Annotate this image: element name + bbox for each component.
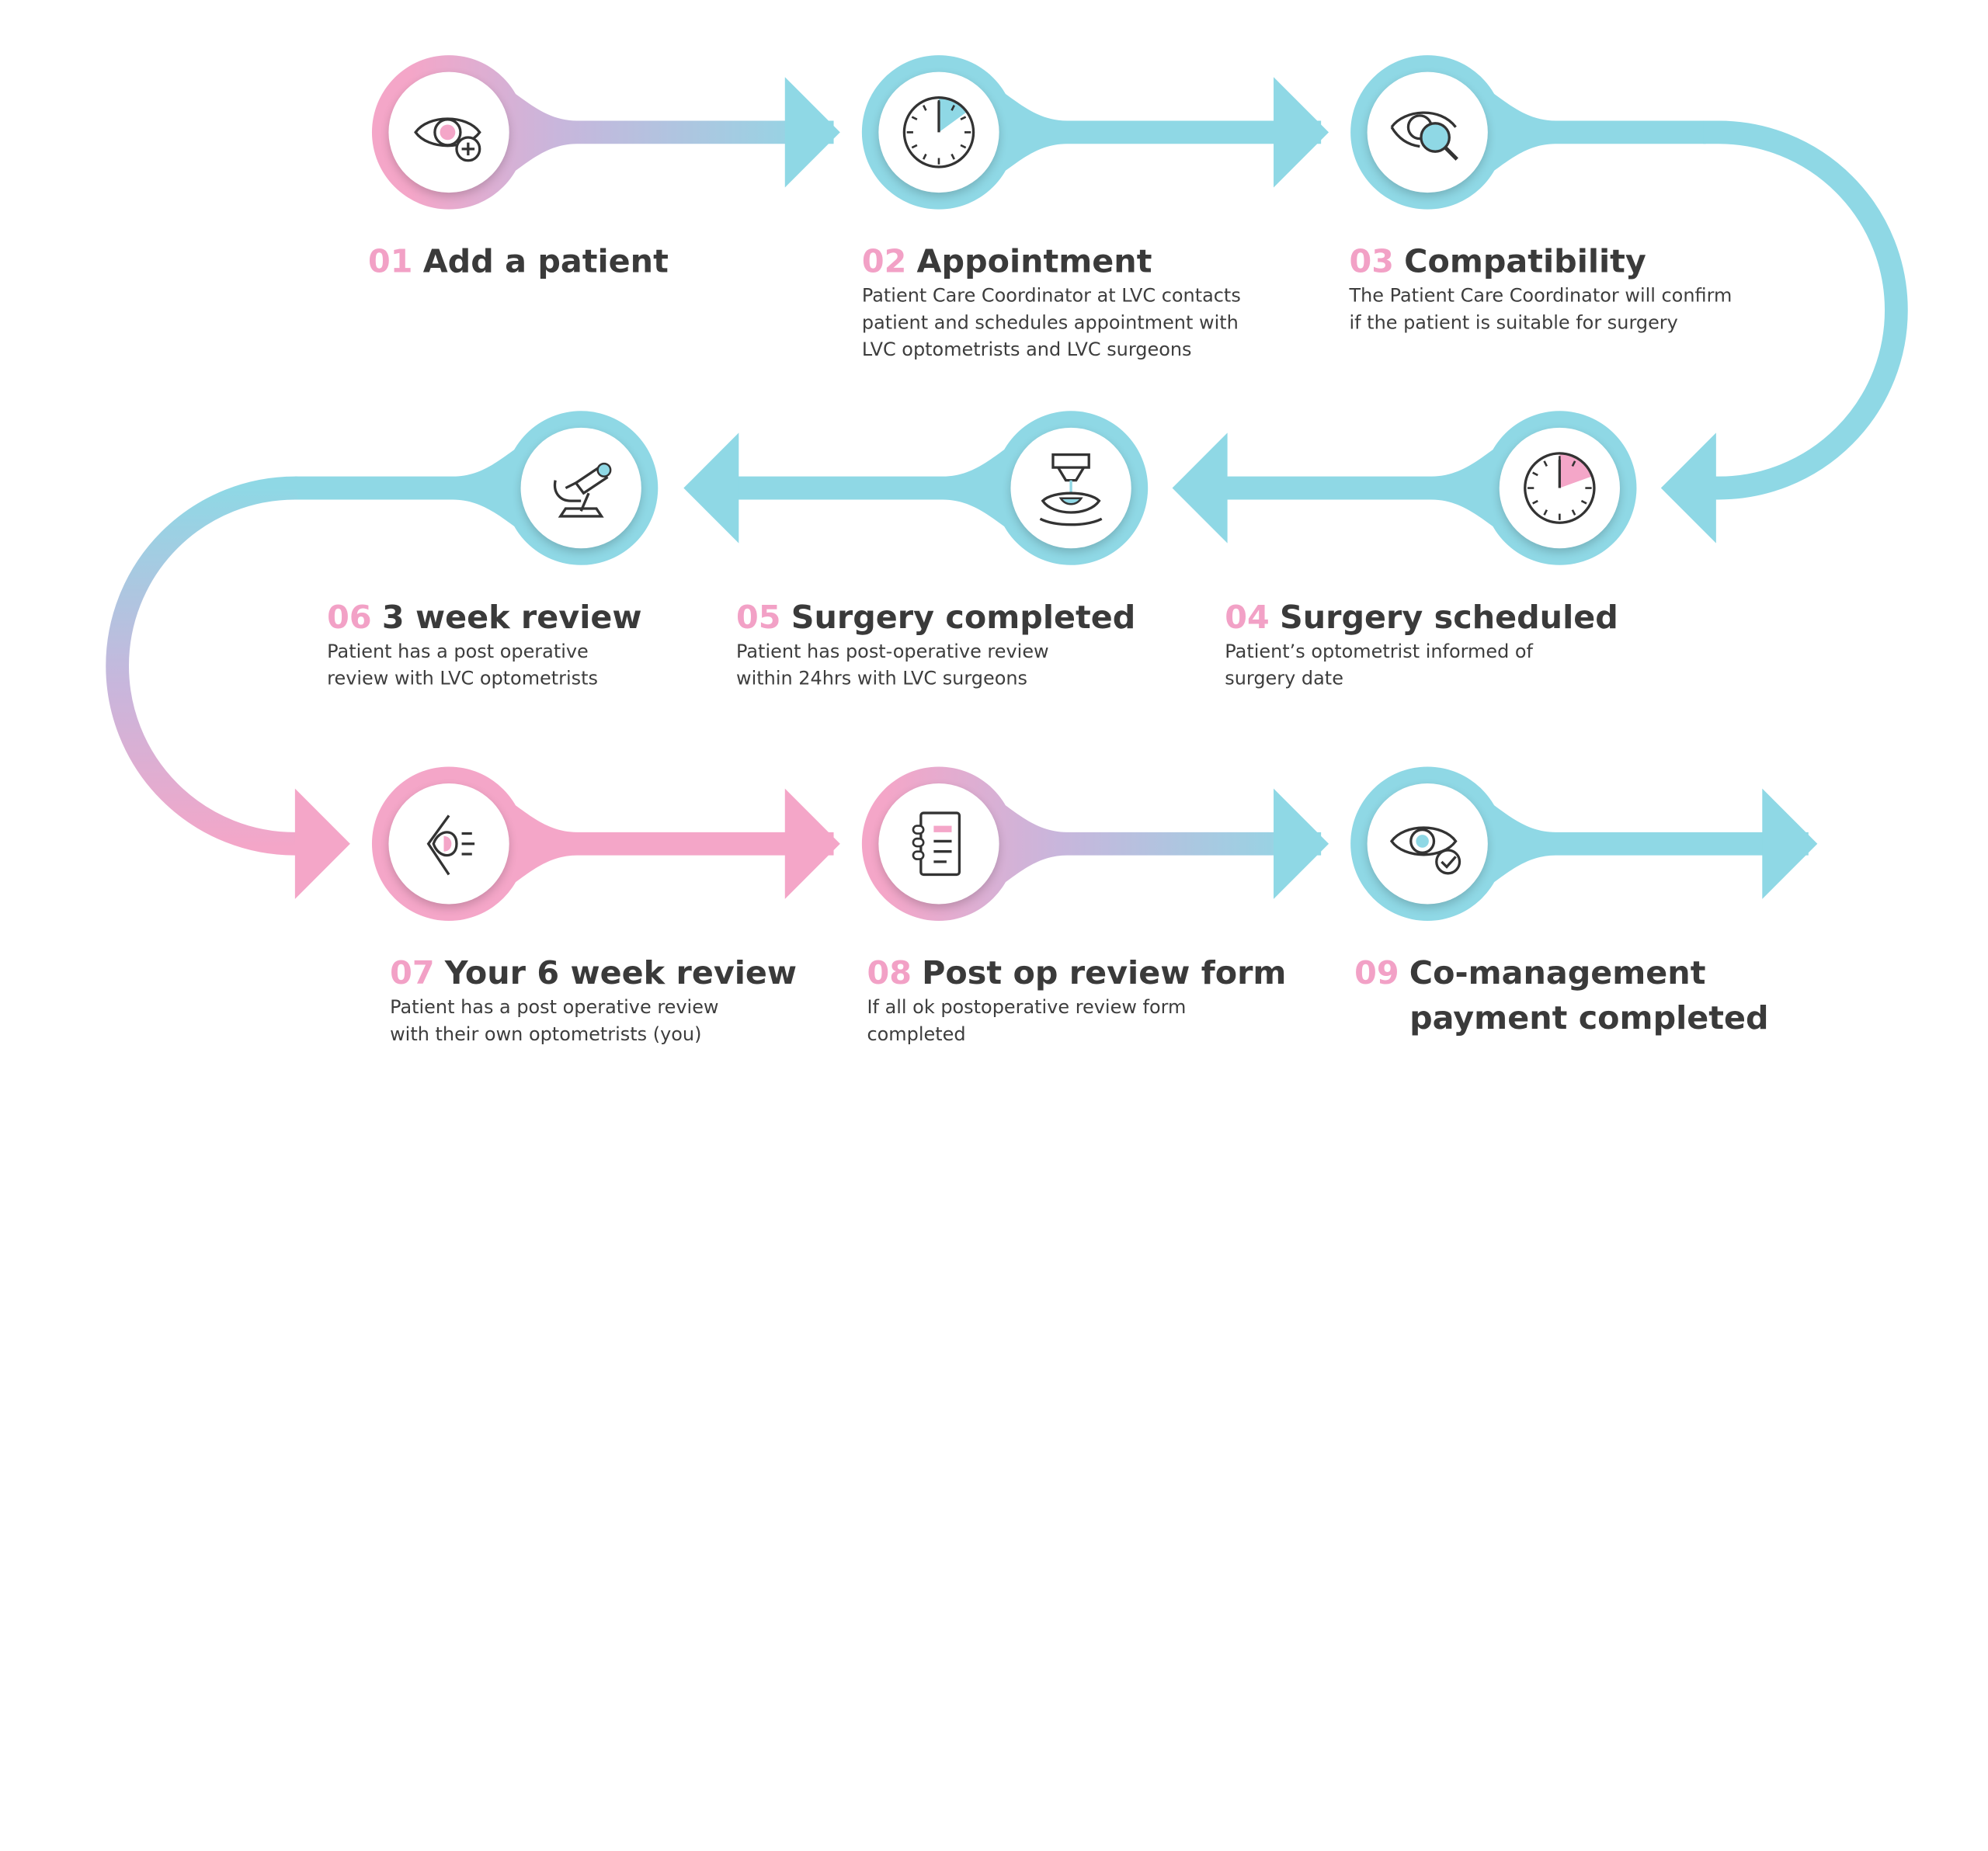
eye-search-icon xyxy=(1390,111,1458,161)
connector-right-curve xyxy=(1703,120,1908,500)
arrow-4 xyxy=(1172,432,1228,543)
step-09: 09 Co-management payment completed xyxy=(1354,950,1769,1040)
slit-lamp-icon xyxy=(553,462,612,518)
description-line: if the patient is suitable for surgery xyxy=(1349,313,1678,335)
arrow-1 xyxy=(784,77,840,188)
step-title-text: Surgery scheduled xyxy=(1279,598,1618,636)
step-title: 03 Compatibility xyxy=(1349,239,1732,284)
step-description: Patient has a post operative review with… xyxy=(327,640,641,693)
eye-check-icon xyxy=(1389,826,1461,875)
step-title-text: Add a patient xyxy=(422,242,669,280)
step-title-text: Your 6 week review xyxy=(444,953,798,991)
description-line: Patient has a post operative review xyxy=(390,998,719,1019)
description-line: Patient Care Coordinator at LVC contacts xyxy=(861,286,1241,307)
step-07-icon-disc xyxy=(388,783,509,905)
form-icon xyxy=(912,811,961,877)
step-number: 07 xyxy=(390,953,435,991)
description-line: surgery date xyxy=(1225,669,1343,690)
arrow-2 xyxy=(1274,77,1329,188)
step-description: Patient Care Coordinator at LVC contacts… xyxy=(862,284,1241,365)
arrow-6 xyxy=(294,788,350,899)
arrow-7 xyxy=(784,788,840,899)
description-line: with their own optometrists (you) xyxy=(390,1024,702,1046)
clock-icon xyxy=(1524,452,1596,524)
step-number: 02 xyxy=(861,242,907,280)
description-line: review with LVC optometrists xyxy=(327,669,599,690)
step-title: 05 Surgery completed xyxy=(736,595,1135,640)
step-09-icon-disc xyxy=(1367,783,1488,905)
step-05-icon-disc xyxy=(1010,427,1131,549)
tail-step-03 xyxy=(1427,67,1706,198)
step-08: 08 Post op review form If all ok postoper… xyxy=(867,950,1286,1049)
step-title: 08 Post op review form xyxy=(867,950,1286,995)
step-title-text: Co-management xyxy=(1409,953,1706,991)
step-description: Patient’s optometrist informed of surger… xyxy=(1225,640,1618,693)
description-line: Patient’s optometrist informed of xyxy=(1225,642,1533,663)
step-title-text: Appointment xyxy=(916,242,1152,280)
step-03: 03 Compatibility The Patient Care Coordin… xyxy=(1349,239,1732,338)
tail-step-02 xyxy=(938,67,1322,198)
tail-step-01 xyxy=(449,67,834,198)
tail-step-07 xyxy=(449,778,834,910)
description-line: completed xyxy=(867,1024,966,1046)
step-title-text: Surgery completed xyxy=(791,598,1136,636)
step-number: 01 xyxy=(368,242,413,280)
tail-step-09 xyxy=(1427,778,1809,910)
step-06-icon-disc xyxy=(520,427,641,549)
arrow-8 xyxy=(1274,788,1329,899)
arrow-9 xyxy=(1762,788,1818,899)
step-title-line-2: payment completed xyxy=(1354,995,1769,1040)
step-number: 04 xyxy=(1225,598,1270,636)
step-title-text: Post op review form xyxy=(922,953,1287,991)
description-line: Patient has a post operative xyxy=(327,642,589,663)
step-number: 03 xyxy=(1349,242,1394,280)
eye-plus-icon xyxy=(414,117,481,162)
description-line: LVC optometrists and LVC surgeons xyxy=(861,340,1192,361)
step-description: The Patient Care Coordinator will confir… xyxy=(1349,284,1732,338)
step-number: 08 xyxy=(867,953,912,991)
description-line: Patient has post-operative review xyxy=(736,642,1049,663)
tail-step-04 xyxy=(1225,422,1560,554)
step-04-icon-disc xyxy=(1499,427,1620,549)
step-description: Patient has a post operative review with… xyxy=(390,995,797,1049)
description-line: If all ok postoperative review form xyxy=(867,998,1187,1019)
step-number: 06 xyxy=(327,598,372,636)
step-number: 05 xyxy=(736,598,781,636)
description-line: patient and schedules appointment with xyxy=(861,313,1239,335)
tail-step-08 xyxy=(938,778,1322,910)
step-05: 05 Surgery completed Patient has post-ope… xyxy=(736,595,1135,693)
step-description: If all ok postoperative review form comp… xyxy=(867,995,1286,1049)
description-line: The Patient Care Coordinator will confir… xyxy=(1349,286,1733,307)
laser-eye-icon xyxy=(1039,453,1103,526)
step-02-icon-disc xyxy=(878,71,999,193)
step-title: 09 Co-management xyxy=(1354,950,1769,995)
step-title-text: 3 week review xyxy=(381,598,642,636)
step-03-icon-disc xyxy=(1367,71,1488,193)
arrow-3 xyxy=(1660,432,1716,543)
step-description: Patient has post-operative review within… xyxy=(736,640,1135,693)
description-line: within 24hrs with LVC surgeons xyxy=(736,669,1028,690)
step-title-text: payment completed xyxy=(1409,998,1769,1037)
step-title-text: Compatibility xyxy=(1404,242,1646,280)
tail-step-06 xyxy=(294,422,582,554)
clock-icon xyxy=(902,96,975,168)
step-08-icon-disc xyxy=(878,783,999,905)
connector-left-curve xyxy=(106,476,308,856)
eye-profile-icon xyxy=(426,814,475,876)
step-number: 09 xyxy=(1354,953,1399,991)
step-01-icon-disc xyxy=(388,71,509,193)
arrow-5 xyxy=(683,432,739,543)
tail-step-05 xyxy=(737,422,1072,554)
